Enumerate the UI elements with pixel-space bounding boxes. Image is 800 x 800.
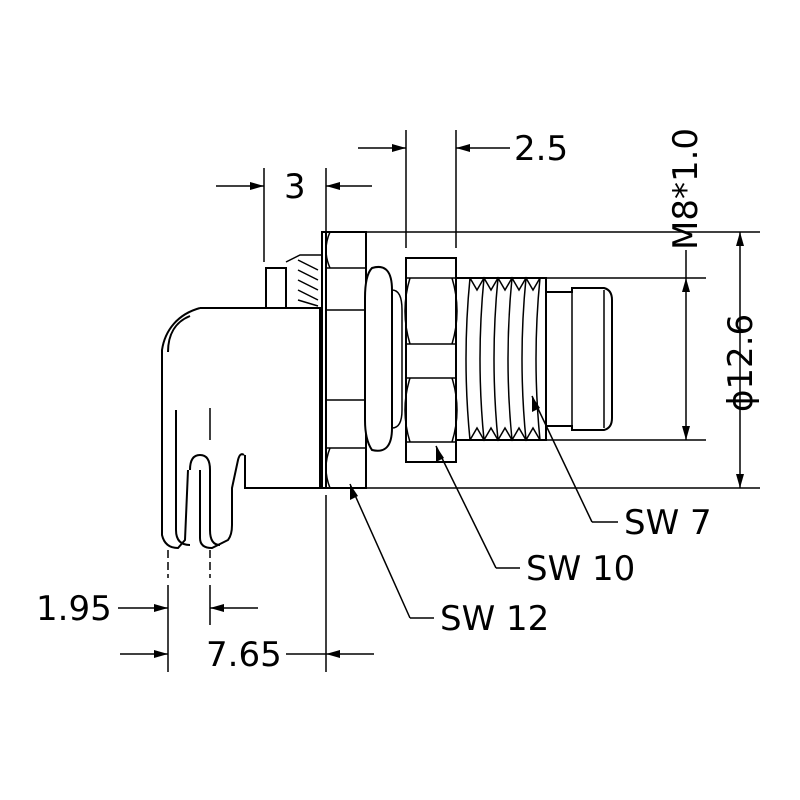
callout-sw10-label: SW 10 [526, 549, 635, 589]
tip-sw7 [546, 287, 613, 431]
dim-pin-pitch-label: 1.95 [36, 589, 112, 629]
dim-flange-thickness-label: 3 [284, 167, 306, 207]
thread-m8 [456, 276, 547, 442]
dim-diameter-label: ϕ12.6 [721, 314, 761, 412]
housing [161, 254, 323, 550]
leader-lines [349, 395, 618, 619]
dim-thread-spec-label: M8*1.0 [666, 128, 706, 250]
flange-sw12 [321, 231, 367, 489]
o-ring [364, 266, 403, 452]
callout-sw7-label: SW 7 [624, 503, 712, 543]
pins [167, 408, 245, 578]
callout-sw12-label: SW 12 [440, 599, 549, 639]
nut-sw10 [404, 257, 458, 463]
dimension-lines [118, 130, 760, 672]
dim-thread-pitch-label: 2.5 [514, 129, 568, 169]
dim-pin-offset-label: 7.65 [206, 635, 282, 675]
